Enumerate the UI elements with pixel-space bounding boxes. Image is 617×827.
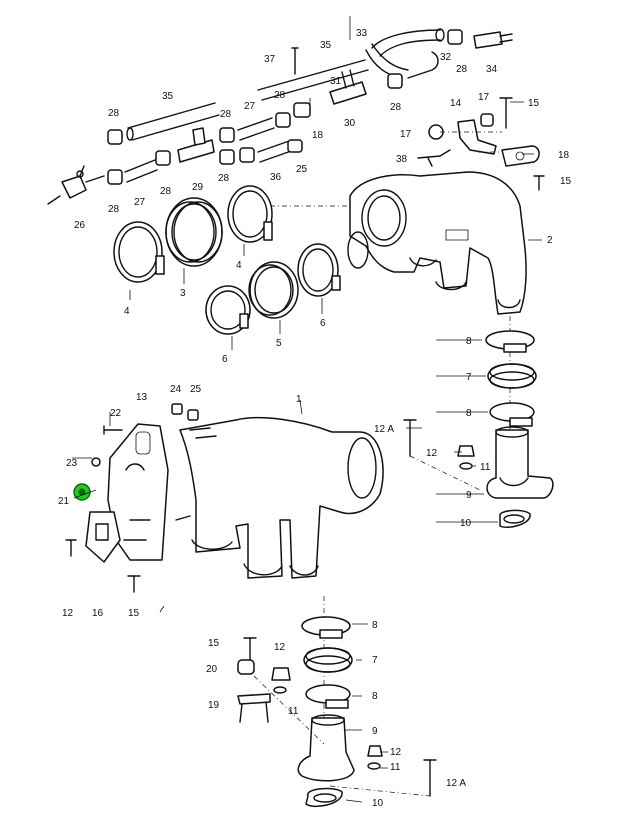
callout-4: 4 — [124, 306, 130, 317]
callout-12A: 12 A — [446, 778, 466, 789]
callout-35: 35 — [320, 40, 332, 51]
callout-34: 34 — [486, 64, 498, 75]
callout-17: 17 — [478, 92, 490, 103]
callout-26: 26 — [74, 220, 86, 231]
callout-12A: 12 A — [374, 424, 394, 435]
callout-18: 18 — [558, 150, 570, 161]
callout-19: 19 — [208, 700, 220, 711]
callout-10: 10 — [460, 518, 472, 529]
callout-12: 12 — [62, 608, 74, 619]
callout-12: 12 — [426, 448, 438, 459]
callout-12: 12 — [274, 642, 286, 653]
callout-31: 31 — [330, 76, 342, 87]
callout-28: 28 — [220, 109, 232, 120]
callout-7: 7 — [372, 655, 378, 666]
callout-labels: 1 2 3 4 4 5 6 6 7 7 8 8 8 8 9 9 10 10 11… — [58, 28, 572, 809]
callout-4: 4 — [236, 260, 242, 271]
callout-20: 20 — [206, 664, 218, 675]
callout-27: 27 — [134, 197, 146, 208]
callout-8: 8 — [372, 620, 378, 631]
callout-8: 8 — [466, 336, 472, 347]
callout-11: 11 — [390, 762, 401, 773]
callout-3: 3 — [180, 288, 186, 299]
callout-15: 15 — [528, 98, 540, 109]
callout-6: 6 — [222, 354, 228, 365]
left-gasket-parts — [65, 423, 169, 593]
callout-23: 23 — [66, 458, 78, 469]
upper-intake-manifold — [270, 171, 527, 315]
leader-lines — [72, 16, 542, 803]
callout-15: 15 — [560, 176, 572, 187]
upper-sleeves-clamps — [113, 185, 341, 335]
callout-15: 15 — [208, 638, 220, 649]
callout-9: 9 — [466, 490, 472, 501]
callout-24: 24 — [170, 384, 182, 395]
callout-5: 5 — [276, 338, 282, 349]
callout-33: 33 — [356, 28, 368, 39]
callout-29: 29 — [192, 182, 204, 193]
callout-32: 32 — [440, 52, 452, 63]
callout-28: 28 — [456, 64, 468, 75]
callout-12: 12 — [390, 747, 402, 758]
upper-right-stack — [403, 316, 554, 528]
callout-38: 38 — [396, 154, 408, 165]
callout-13: 13 — [136, 392, 148, 403]
hose-fittings-group — [47, 28, 513, 205]
callout-11: 11 — [480, 462, 491, 473]
callout-17: 17 — [400, 129, 412, 140]
callout-8: 8 — [372, 691, 378, 702]
callout-21: 21 — [58, 496, 70, 507]
lower-right-stack — [237, 596, 437, 808]
callout-35: 35 — [162, 91, 174, 102]
callout-25: 25 — [296, 164, 308, 175]
callout-6: 6 — [320, 318, 326, 329]
bracket-parts-group — [417, 97, 545, 191]
callout-15: 15 — [128, 608, 140, 619]
lower-intake-manifold — [171, 403, 384, 579]
callout-18: 18 — [312, 130, 324, 141]
part-21-nut-highlighted — [73, 483, 91, 501]
callout-25: 25 — [190, 384, 202, 395]
callout-27: 27 — [244, 101, 256, 112]
callout-36: 36 — [270, 172, 282, 183]
callout-7: 7 — [466, 372, 472, 383]
callout-28: 28 — [108, 108, 120, 119]
callout-11: 11 — [288, 706, 299, 717]
callout-14: 14 — [450, 98, 462, 109]
callout-28: 28 — [218, 173, 230, 184]
callout-8: 8 — [466, 408, 472, 419]
callout-22: 22 — [110, 408, 122, 419]
callout-30: 30 — [344, 118, 356, 129]
callout-10: 10 — [372, 798, 384, 809]
callout-9: 9 — [372, 726, 378, 737]
callout-28: 28 — [160, 186, 172, 197]
callout-16: 16 — [92, 608, 104, 619]
callout-2: 2 — [547, 235, 553, 246]
callout-1: 1 — [296, 394, 302, 405]
callout-28: 28 — [274, 90, 286, 101]
callout-28: 28 — [390, 102, 402, 113]
callout-37: 37 — [264, 54, 276, 65]
callout-28: 28 — [108, 204, 120, 215]
